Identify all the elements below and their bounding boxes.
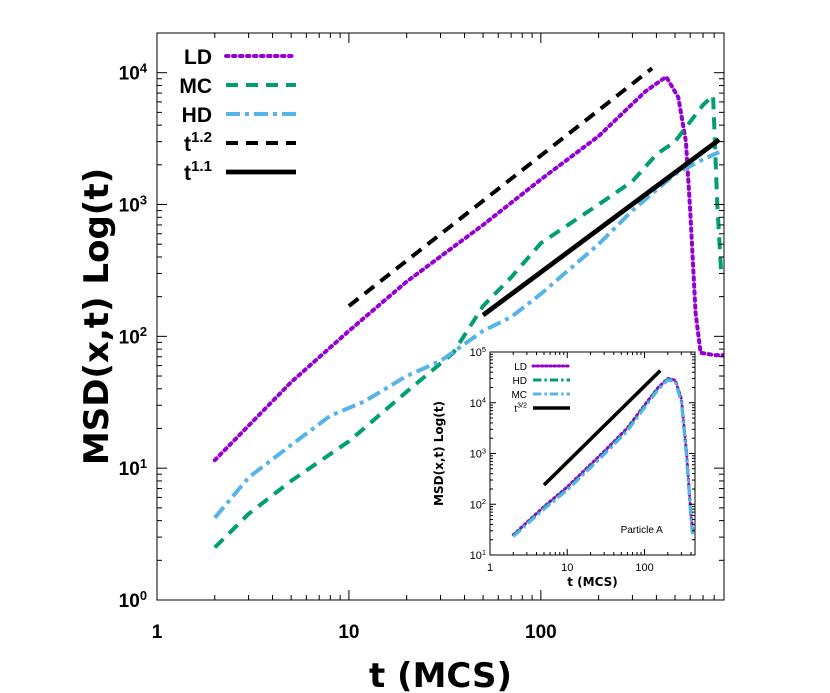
x-tick-label: 1 — [487, 562, 493, 574]
series-line-t-1-1 — [481, 137, 721, 318]
y-axis-ticks — [490, 351, 695, 556]
x-tick-label: 1 — [152, 622, 163, 643]
y-axis-label: MSD(x,t) Log(t) — [77, 168, 117, 465]
legend-label: MC — [179, 75, 212, 98]
legend-item: LD — [514, 362, 572, 373]
x-axis-label: t (MCS) — [567, 575, 618, 589]
legend-item: MC — [511, 390, 570, 401]
legend-item: t1.2 — [184, 129, 296, 156]
inset-plot: 1 10 100 101 102 103 104 105 t (MCS) MSD(x,t) Log… — [432, 345, 696, 589]
x-axis-label: t (MCS) — [369, 656, 512, 693]
legend-item: LD — [184, 46, 298, 69]
x-tick-label: 100 — [525, 622, 557, 643]
x-axis-ticks — [156, 33, 725, 600]
legend-label: t1.1 — [184, 158, 212, 185]
series-group — [511, 369, 695, 538]
y-tick-label: 101 — [470, 548, 486, 562]
series-group — [212, 66, 724, 549]
x-axis-ticks — [489, 352, 692, 555]
legend-item: t3/2 — [514, 401, 570, 415]
y-tick-label: 103 — [470, 446, 486, 460]
y-tick-label: 102 — [119, 324, 147, 348]
series-line-t-1-2 — [347, 66, 654, 308]
legend-item: HD — [182, 104, 296, 127]
series-line-ld — [212, 74, 724, 463]
y-tick-label: 104 — [119, 61, 148, 85]
legend-label: LD — [184, 46, 212, 69]
legend-label: t1.2 — [184, 129, 212, 156]
y-tick-label: 104 — [470, 396, 486, 410]
y-tick-label: 101 — [119, 456, 147, 480]
legend-label: HD — [182, 104, 212, 127]
legend-item: HD — [513, 376, 570, 387]
y-tick-label: 103 — [119, 192, 147, 216]
legend-label: MC — [511, 390, 527, 401]
y-tick-label: 105 — [470, 345, 486, 359]
x-tick-label: 10 — [338, 622, 359, 643]
y-tick-label: 100 — [119, 588, 147, 612]
legend-item: t1.1 — [184, 158, 296, 185]
y-axis-ticks — [157, 32, 724, 601]
legend-label: t3/2 — [514, 401, 527, 415]
annotation-label: Particle A — [621, 525, 664, 536]
legend-label: LD — [514, 362, 527, 373]
x-tick-label: 100 — [635, 562, 653, 574]
y-tick-label: 102 — [470, 497, 486, 511]
series-line-mc — [213, 93, 724, 549]
x-tick-label: 10 — [561, 562, 573, 574]
legend-label: HD — [513, 376, 527, 387]
legend-item: MC — [179, 75, 296, 98]
series-line-t-3-2 — [542, 369, 662, 487]
y-axis-label: MSD(x,t) Log(t) — [432, 401, 446, 506]
series-line-hd — [213, 150, 721, 520]
